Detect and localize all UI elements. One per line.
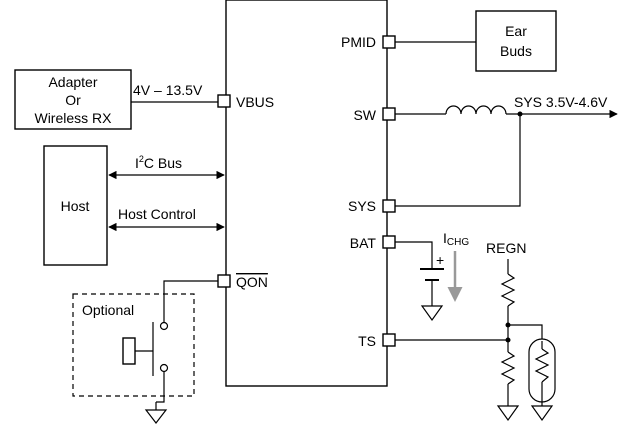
adapter-line1: Adapter (48, 74, 97, 90)
regn-pullup-resistor (500, 259, 516, 340)
ts-pulldown-resistor (500, 340, 516, 406)
ts-pin (382, 333, 396, 347)
sys-range-label: SYS 3.5V-4.6V (514, 94, 608, 110)
bat-pin (382, 235, 396, 249)
optional-label: Optional (82, 302, 134, 318)
ground-symbol-battery (420, 305, 444, 322)
sys-feedback-wire (395, 114, 521, 207)
ntc-thermistor (508, 324, 556, 406)
ts-pin-label: TS (358, 333, 376, 349)
vbus-range-label: 4V – 13.5V (133, 82, 203, 98)
qon-pin (217, 274, 231, 288)
charger-ic-block (225, 0, 388, 387)
vbus-pin (217, 94, 231, 108)
regn-label: REGN (486, 240, 526, 256)
vbus-pin-label: VBUS (236, 94, 274, 110)
adapter-line3: Wireless RX (34, 110, 112, 126)
inductor (445, 105, 507, 115)
battery-plus-label: + (436, 252, 444, 268)
optional-dashed-box (72, 293, 195, 397)
earbuds-box: Ear Buds (475, 10, 557, 72)
adapter-box: Adapter Or Wireless RX (14, 69, 132, 130)
pmid-pin (382, 35, 396, 49)
sys-pin (382, 199, 396, 213)
host-control-label: Host Control (118, 206, 196, 222)
ichg-label: ICHG (443, 230, 469, 248)
earbuds-line1: Ear (505, 23, 527, 39)
battery-symbol: + (395, 241, 444, 306)
qon-pin-label: QON (236, 274, 268, 290)
sys-pin-label: SYS (348, 198, 376, 214)
ground-symbol-thermistor (530, 405, 554, 422)
ground-symbol-resistor (496, 405, 520, 422)
bat-pin-label: BAT (350, 235, 377, 251)
host-label: Host (61, 198, 90, 214)
sw-pin (382, 107, 396, 121)
host-box: Host (43, 145, 108, 266)
earbuds-line2: Buds (500, 43, 532, 59)
i2c-bus-label: I2C Bus (135, 154, 182, 171)
pushbutton-switch (122, 280, 218, 403)
adapter-line2: Or (65, 92, 81, 108)
pmid-pin-label: PMID (341, 34, 376, 50)
sw-pin-label: SW (353, 107, 376, 123)
ground-symbol-switch (144, 402, 168, 424)
